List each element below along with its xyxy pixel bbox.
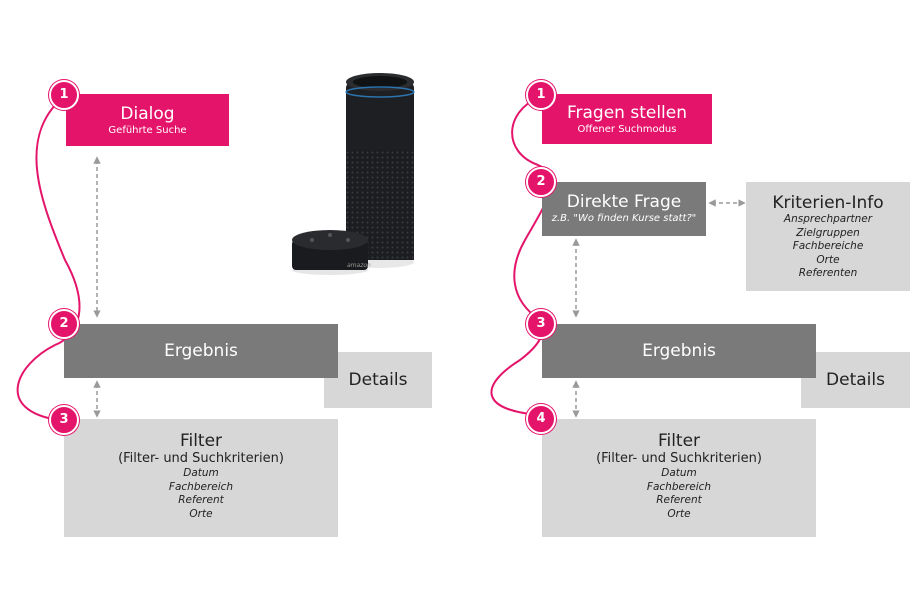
right-filter-item: Referent xyxy=(656,494,702,506)
criteria-item: Fachbereiche xyxy=(792,240,864,252)
right-details-title: Details xyxy=(826,370,885,390)
right-filter-item: Datum xyxy=(661,467,697,479)
right-result-title: Ergebnis xyxy=(642,341,716,361)
right-filter-item: Fachbereich xyxy=(646,480,712,493)
right-step-badge-4: 4 xyxy=(526,404,556,434)
dialog-box: Dialog Geführte Suche xyxy=(66,94,229,146)
left-filter-item: Fachbereich xyxy=(168,480,234,493)
right-result-box: Ergebnis xyxy=(542,324,816,378)
dialog-title: Dialog xyxy=(120,104,175,124)
right-flow-line xyxy=(490,97,553,416)
right-details-box: Details xyxy=(801,352,910,408)
criteria-info-title: Kriterien-Info xyxy=(772,193,884,213)
ask-box: Fragen stellen Offener Suchmodus xyxy=(542,94,712,144)
direct-question-title: Direkte Frage xyxy=(566,192,682,212)
left-result-title: Ergebnis xyxy=(164,341,238,361)
left-details-box: Details xyxy=(324,352,432,408)
criteria-item: Ansprechpartner xyxy=(783,213,873,225)
criteria-info-box: Kriterien-Info Ansprechpartner Zielgrupp… xyxy=(746,182,910,291)
direct-question-subtitle: z.B. "Wo finden Kurse statt?" xyxy=(551,213,697,224)
right-filter-item: Orte xyxy=(667,507,691,520)
right-filter-box: Filter (Filter- und Suchkriterien) Datum… xyxy=(542,419,816,537)
left-filter-item: Datum xyxy=(183,467,219,479)
right-filter-title: Filter xyxy=(657,431,701,451)
left-result-box: Ergebnis xyxy=(64,324,338,378)
left-filter-box: Filter (Filter- und Suchkriterien) Datum… xyxy=(64,419,338,537)
speaker-brand-label: amazon xyxy=(347,262,371,269)
criteria-item: Zielgruppen xyxy=(796,226,860,239)
right-step-badge-1: 1 xyxy=(526,80,556,110)
left-details-title: Details xyxy=(348,370,408,390)
right-step-badge-3: 3 xyxy=(526,309,556,339)
criteria-item: Referenten xyxy=(798,267,858,279)
left-filter-item: Referent xyxy=(178,494,224,506)
right-step-badge-2: 2 xyxy=(526,167,556,197)
left-step-badge-1: 1 xyxy=(49,80,79,110)
right-filter-subtitle: (Filter- und Suchkriterien) xyxy=(596,451,762,466)
left-filter-title: Filter xyxy=(179,431,223,451)
criteria-item: Orte xyxy=(816,253,840,266)
left-filter-item: Orte xyxy=(189,507,213,520)
direct-question-box: Direkte Frage z.B. "Wo finden Kurse stat… xyxy=(542,182,706,236)
ask-title: Fragen stellen xyxy=(566,103,688,123)
dialog-subtitle: Geführte Suche xyxy=(108,125,187,136)
left-step-badge-2: 2 xyxy=(49,309,79,339)
smart-speaker-icon xyxy=(292,73,415,275)
left-flow-line xyxy=(16,99,81,421)
ask-subtitle: Offener Suchmodus xyxy=(577,124,677,135)
left-filter-subtitle: (Filter- und Suchkriterien) xyxy=(118,451,284,466)
left-step-badge-3: 3 xyxy=(49,405,79,435)
